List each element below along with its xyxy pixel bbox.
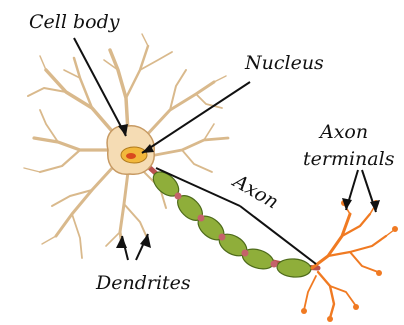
- label-cell-body: Cell body: [29, 11, 120, 33]
- label-dendrites: Dendrites: [95, 272, 191, 294]
- nucleolus: [126, 153, 136, 159]
- label-axon-terminals-line2: terminals: [303, 148, 395, 170]
- label-axon: Axon: [228, 169, 282, 213]
- arrowhead: [116, 236, 127, 248]
- myelin-sheath: [149, 167, 312, 278]
- axon-terminals: [304, 204, 394, 318]
- myelin-segment: [276, 258, 311, 278]
- label-axon-terminals-line1: Axon: [318, 121, 368, 143]
- label-nucleus: Nucleus: [244, 52, 324, 74]
